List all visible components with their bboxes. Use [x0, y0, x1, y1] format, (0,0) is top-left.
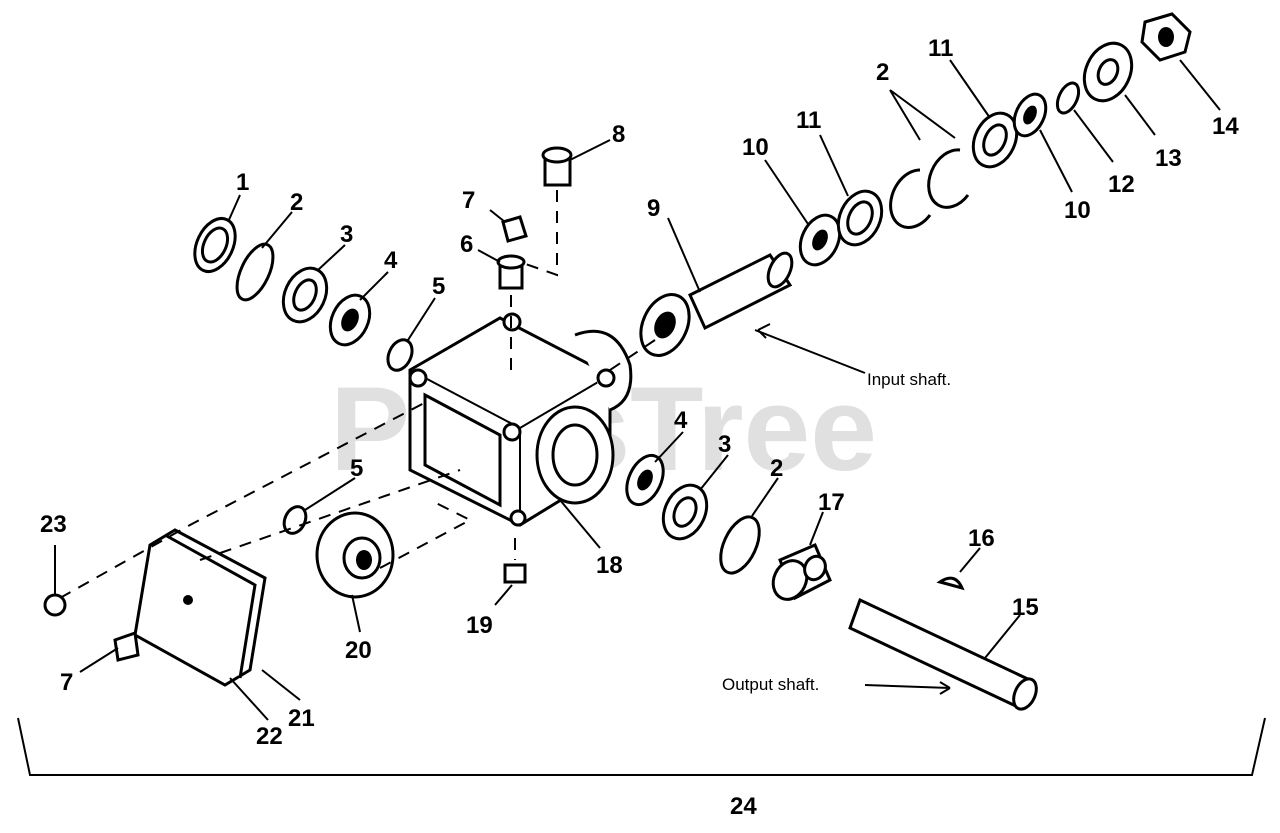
label-7b: 7: [60, 669, 73, 696]
left-seal-stack: [193, 217, 414, 372]
label-10: 10: [742, 134, 769, 161]
input-shaft-caption: Input shaft.: [867, 370, 951, 389]
label-24: 24: [730, 793, 757, 820]
label-11b: 11: [928, 35, 953, 62]
label-3: 3: [340, 221, 353, 248]
label-13: 13: [1155, 145, 1182, 172]
label-20: 20: [345, 637, 372, 664]
label-4: 4: [384, 247, 398, 274]
label-19: 19: [466, 612, 493, 639]
label-11: 11: [796, 107, 821, 134]
vent-and-plugs: [496, 146, 573, 584]
label-15: 15: [1012, 594, 1039, 621]
label-2c: 2: [770, 455, 783, 482]
label-22: 22: [256, 723, 283, 750]
label-5: 5: [432, 273, 445, 300]
leader-lines: [54, 59, 1221, 721]
label-5b: 5: [350, 455, 363, 482]
label-10b: 10: [1064, 197, 1091, 224]
label-18: 18: [596, 552, 623, 579]
input-shaft: [609, 251, 794, 371]
label-17: 17: [818, 489, 845, 516]
label-2b: 2: [876, 59, 889, 86]
label-21: 21: [288, 705, 315, 732]
part-number-labels: 1 2 3 4 5 6 7 8 9 10 11 11 2 10 12 13 14…: [40, 35, 1239, 820]
label-1: 1: [236, 169, 249, 196]
gearbox-housing: [408, 312, 633, 527]
label-2: 2: [290, 189, 303, 216]
label-4b: 4: [674, 407, 688, 434]
label-7: 7: [462, 187, 475, 214]
label-16: 16: [968, 525, 995, 552]
cover-and-gear: [43, 399, 473, 687]
output-side-parts: [625, 453, 1038, 711]
assembly-bracket: [17, 717, 1266, 776]
label-9: 9: [647, 195, 660, 222]
label-14: 14: [1212, 113, 1239, 140]
label-12: 12: [1108, 171, 1135, 198]
input-bearing-stack: [798, 12, 1192, 267]
label-8: 8: [612, 121, 625, 148]
label-23: 23: [40, 511, 67, 538]
output-shaft-caption: Output shaft.: [722, 675, 819, 694]
label-6: 6: [460, 231, 473, 258]
label-3b: 3: [718, 431, 731, 458]
